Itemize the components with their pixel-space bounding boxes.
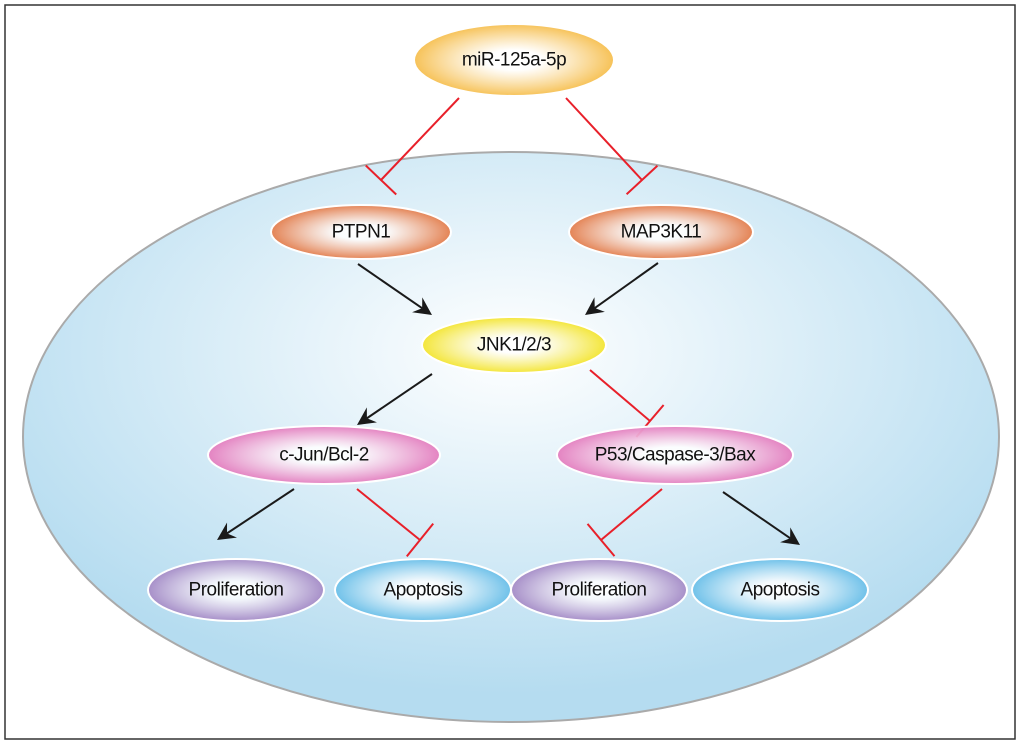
arrowhead <box>217 522 237 540</box>
arrowhead <box>585 297 605 315</box>
edge-line <box>594 262 659 309</box>
node-ptpn1: PTPN1 <box>270 204 452 260</box>
node-shape <box>556 425 794 485</box>
node-label: PTPN1 <box>332 222 391 243</box>
inhibition-edge <box>365 97 460 196</box>
node-jnk: JNK1/2/3 <box>421 316 607 374</box>
node-label: JNK1/2/3 <box>477 335 551 356</box>
arrowhead <box>357 407 377 425</box>
edge-line <box>356 488 421 541</box>
node-label: miR-125a-5p <box>462 50 566 71</box>
edge-line <box>357 263 423 310</box>
edge-line <box>366 373 433 420</box>
inhibition-edge <box>356 488 434 557</box>
node-shape <box>270 204 452 260</box>
activation-arrow <box>357 263 432 315</box>
inhibition-bar <box>406 523 434 557</box>
activation-arrow <box>357 373 433 425</box>
node-label: Apoptosis <box>384 580 463 601</box>
inhibition-bar <box>625 164 659 196</box>
node-proliferation-left: Proliferation <box>147 558 325 622</box>
node-label: Proliferation <box>552 580 647 601</box>
activation-arrow <box>217 488 295 540</box>
inhibition-bar <box>365 164 397 196</box>
node-apoptosis-left: Apoptosis <box>334 558 512 622</box>
node-label: c-Jun/Bcl-2 <box>279 445 369 466</box>
edge-line <box>380 97 460 181</box>
node-shape <box>421 316 607 374</box>
node-map3k11: MAP3K11 <box>568 204 754 260</box>
node-shape <box>207 425 441 485</box>
node-shape <box>413 23 615 97</box>
node-proliferation-right: Proliferation <box>510 558 688 622</box>
node-label: Proliferation <box>189 580 284 601</box>
activation-arrow <box>722 491 800 545</box>
node-shape <box>510 558 688 622</box>
edge-line <box>600 488 663 541</box>
node-shape <box>147 558 325 622</box>
edge-line <box>589 369 651 422</box>
inhibition-edge <box>586 488 663 557</box>
node-mir-125a-5p: miR-125a-5p <box>413 23 615 97</box>
node-label: Apoptosis <box>741 580 820 601</box>
activation-arrow <box>585 262 659 315</box>
arrowhead <box>780 527 800 545</box>
cell-ellipse <box>22 151 1000 723</box>
node-shape <box>568 204 754 260</box>
edge-line <box>565 97 643 181</box>
edge-line <box>226 488 295 535</box>
node-cjun-bcl2: c-Jun/Bcl-2 <box>207 425 441 485</box>
arrowhead <box>412 297 432 315</box>
inhibition-bar <box>586 523 616 557</box>
node-label: MAP3K11 <box>621 222 702 243</box>
node-apoptosis-right: Apoptosis <box>691 558 869 622</box>
node-p53-caspase3-bax: P53/Caspase-3/Bax <box>556 425 794 485</box>
edge-line <box>722 491 791 540</box>
node-label: P53/Caspase-3/Bax <box>595 445 756 466</box>
node-shape <box>691 558 869 622</box>
inhibition-edge <box>565 97 659 196</box>
